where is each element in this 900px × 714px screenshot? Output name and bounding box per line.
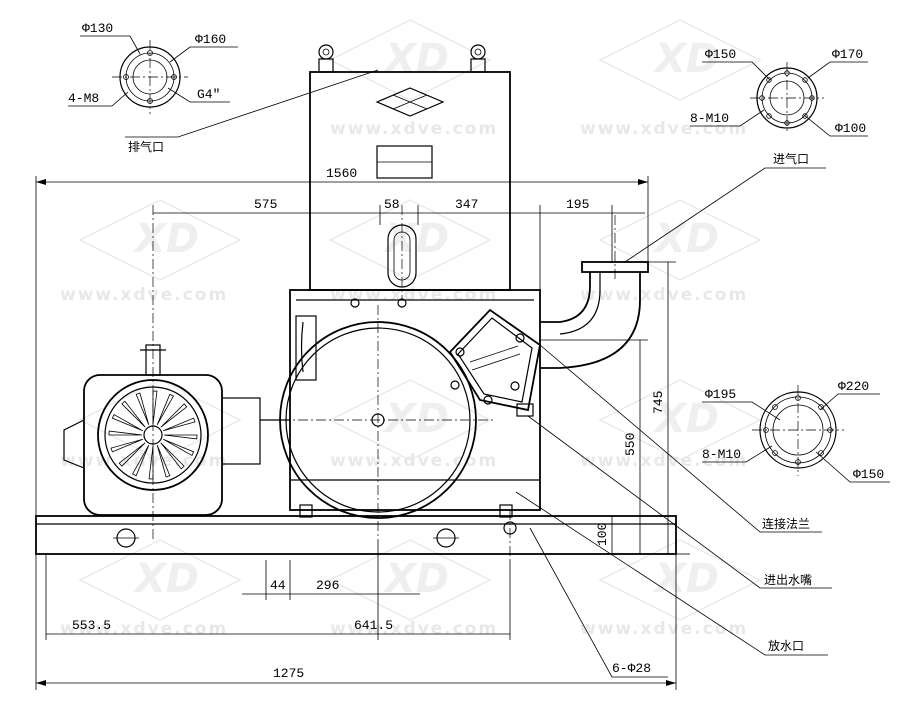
watermark-url: www.xdve.com bbox=[580, 619, 748, 639]
motor-fin bbox=[132, 444, 150, 477]
dim-44: 44 bbox=[270, 578, 286, 593]
dim-100: 100 bbox=[595, 523, 610, 546]
dimension-lines: 1560 575 58 347 195 745 550 100 44 296 5… bbox=[35, 166, 690, 690]
dim-553-5: 553.5 bbox=[72, 618, 111, 633]
motor-fin bbox=[156, 393, 174, 426]
motor-fin bbox=[135, 392, 150, 425]
water-nozzle-label: 进出水嘴 bbox=[764, 573, 812, 587]
motor bbox=[63, 205, 290, 540]
watermark-logo-text: XD bbox=[382, 556, 449, 602]
motor-fin bbox=[110, 438, 143, 453]
watermark-logo-text: XD bbox=[382, 36, 449, 82]
watermark-url: www.xdve.com bbox=[580, 285, 748, 305]
motor-fin bbox=[108, 430, 143, 436]
base-frame bbox=[35, 510, 677, 560]
inlet-bolts-label: 8-M10 bbox=[690, 111, 729, 126]
exhaust-port-label: 排气口 bbox=[128, 139, 164, 154]
inlet-port-label: 进气口 bbox=[773, 151, 809, 166]
inlet-flange-detail: Φ150 Φ170 8-M10 Φ100 进气口 bbox=[624, 47, 868, 263]
motor-fin bbox=[160, 403, 188, 428]
watermark-url: www.xdve.com bbox=[580, 451, 748, 471]
motor-fin bbox=[163, 417, 196, 432]
connect-d150-label: Φ150 bbox=[853, 467, 884, 482]
motor-fin bbox=[162, 438, 195, 456]
exhaust-flange-detail: Φ130 Φ160 4-M8 G4″ 排气口 bbox=[68, 21, 379, 154]
dim-575: 575 bbox=[254, 197, 277, 212]
watermark-layer: XD XD XD XD XD XD XD XD XD XD www.xdve.c… bbox=[60, 19, 762, 639]
motor-fin bbox=[163, 434, 198, 440]
watermark-url: www.xdve.com bbox=[330, 119, 498, 139]
inlet-d150-label: Φ150 bbox=[705, 47, 736, 62]
motor-fin bbox=[156, 445, 171, 478]
watermark-logo bbox=[78, 19, 762, 621]
watermark-url: www.xdve.com bbox=[330, 451, 498, 471]
inlet-elbow-pipe bbox=[540, 215, 649, 369]
exhaust-bolts-label: 4-M8 bbox=[68, 91, 99, 106]
inlet-d100-label: Φ100 bbox=[835, 121, 866, 136]
leader-labels: 进出水嘴 放水口 6-Φ28 bbox=[515, 415, 832, 678]
holes-label: 6-Φ28 bbox=[612, 661, 651, 676]
connect-bolts-label: 8-M10 bbox=[702, 447, 741, 462]
watermark-logo-text: XD bbox=[652, 36, 719, 82]
dim-641-5: 641.5 bbox=[354, 618, 393, 633]
connect-d220-label: Φ220 bbox=[838, 379, 869, 394]
exhaust-d160-label: Φ160 bbox=[195, 32, 226, 47]
motor-fin bbox=[111, 414, 144, 432]
dim-550: 550 bbox=[623, 433, 638, 456]
dim-347: 347 bbox=[455, 197, 478, 212]
connect-flange-detail: Φ195 Φ220 8-M10 Φ150 连接法兰 bbox=[539, 344, 890, 533]
watermark-logo-text: XD bbox=[382, 396, 449, 442]
dim-745: 745 bbox=[651, 391, 666, 414]
connect-d195-label: Φ195 bbox=[705, 387, 736, 402]
drain-label: 放水口 bbox=[768, 638, 804, 653]
dim-1560: 1560 bbox=[326, 166, 357, 181]
motor-fin bbox=[152, 390, 158, 425]
watermark-logo-text: XD bbox=[652, 216, 719, 262]
motor-fin bbox=[121, 400, 146, 428]
watermark-logo-text: XD bbox=[652, 556, 719, 602]
watermark-logo-text: XD bbox=[652, 396, 719, 442]
watermark-url: www.xdve.com bbox=[60, 285, 228, 305]
watermark-logo-text: XD bbox=[132, 556, 199, 602]
watermark-url: www.xdve.com bbox=[330, 285, 498, 305]
connect-flange-label: 连接法兰 bbox=[762, 516, 810, 531]
watermark-logo-text: XD bbox=[132, 216, 199, 262]
dim-296: 296 bbox=[316, 578, 339, 593]
motor-fin bbox=[118, 442, 146, 467]
motor-fan-fins bbox=[108, 390, 198, 480]
exhaust-d130-label: Φ130 bbox=[82, 21, 113, 36]
watermark-url: www.xdve.com bbox=[580, 119, 748, 139]
dim-58: 58 bbox=[384, 197, 400, 212]
dim-195: 195 bbox=[566, 197, 589, 212]
inlet-d170-label: Φ170 bbox=[832, 47, 863, 62]
exhaust-thread-label: G4″ bbox=[197, 87, 220, 102]
motor-fin bbox=[160, 442, 185, 470]
dim-1275: 1275 bbox=[273, 666, 304, 681]
